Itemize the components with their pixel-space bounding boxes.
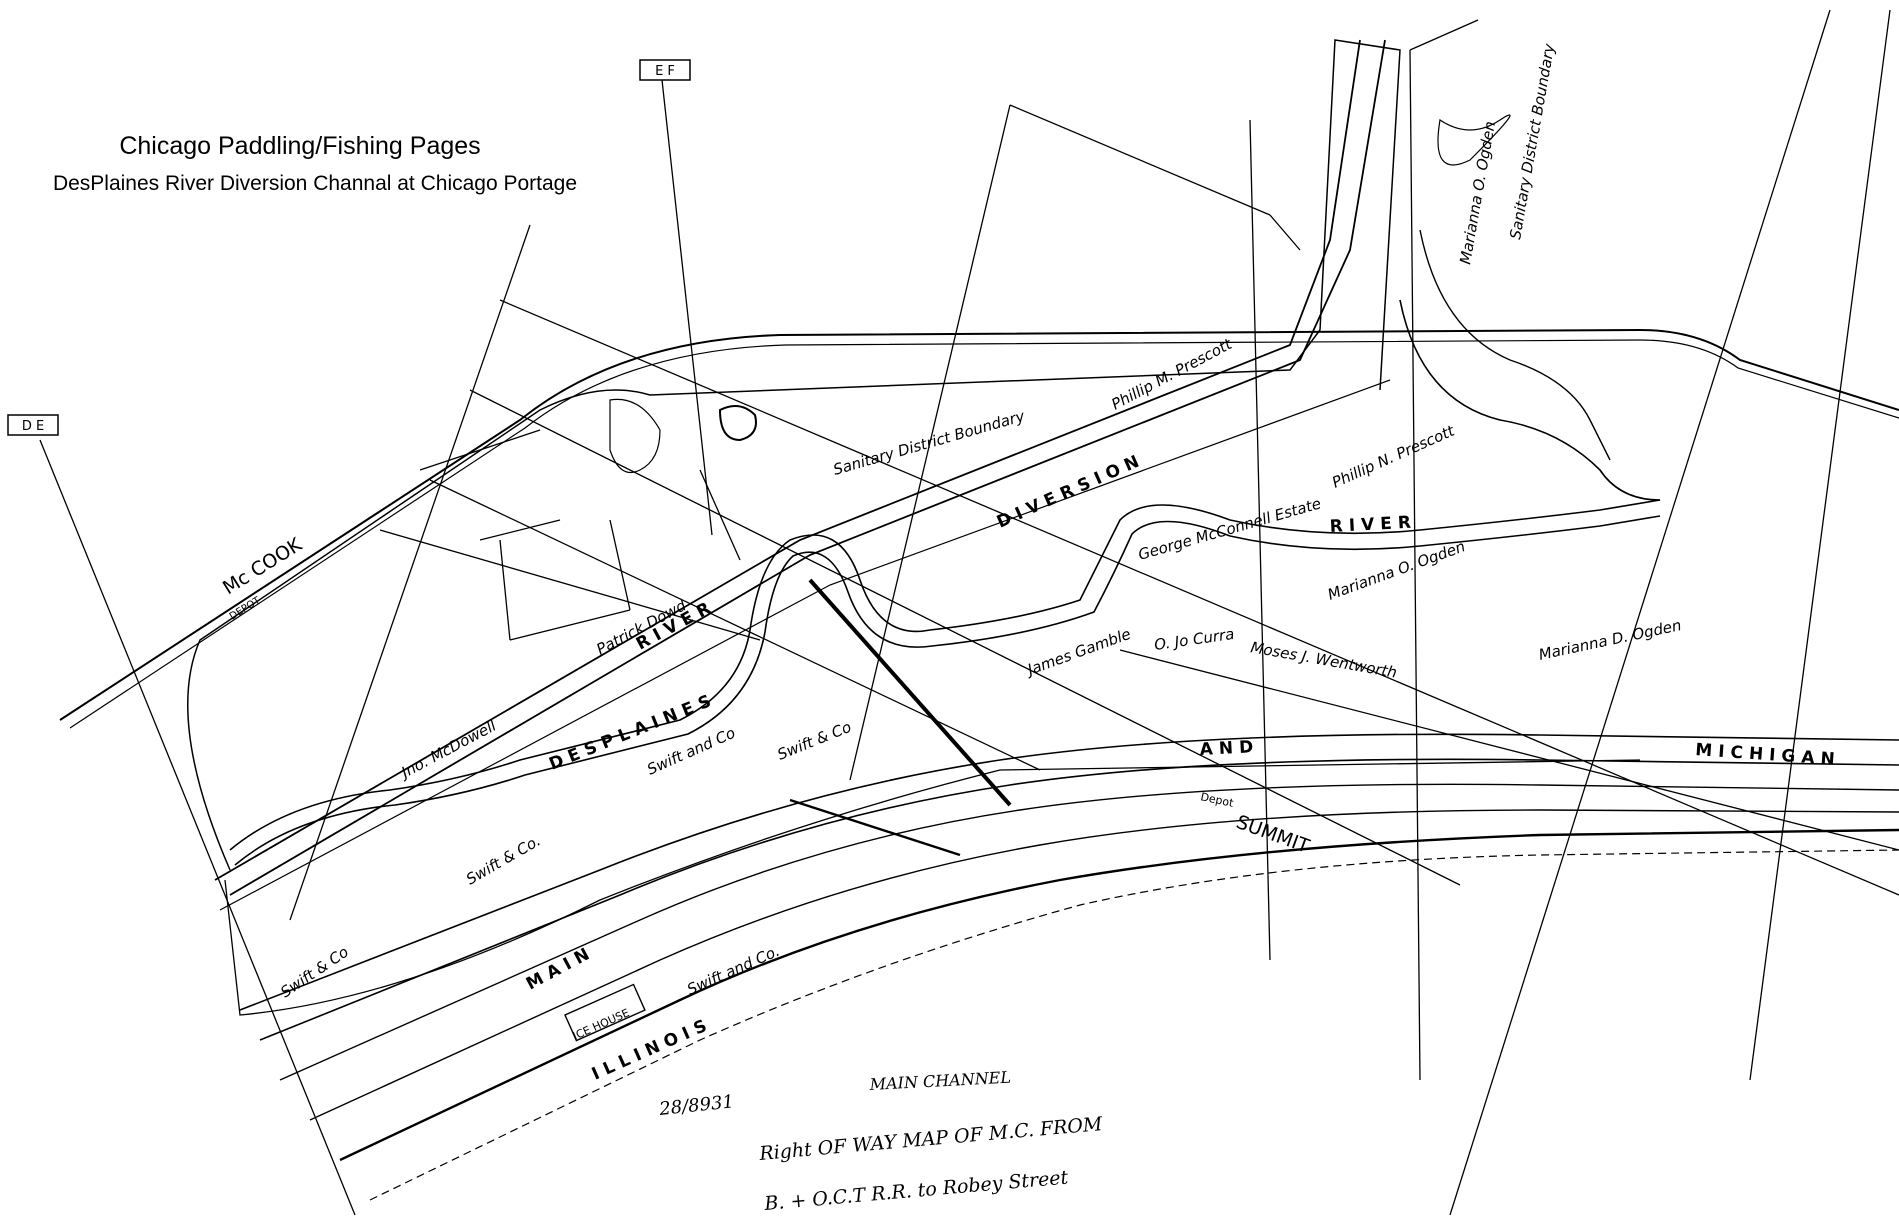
owner-gamble: James Gamble bbox=[1022, 625, 1133, 680]
owner-swift-1: Swift & Co bbox=[775, 718, 854, 764]
section-line-ef bbox=[661, 79, 713, 536]
page-title: Chicago Paddling/Fishing Pages bbox=[119, 132, 481, 160]
label-and: AND bbox=[1199, 737, 1259, 760]
place-depot-summit: Depot bbox=[1199, 790, 1235, 810]
main-channel bbox=[239, 733, 1899, 1011]
place-mccook: Mc COOK bbox=[219, 533, 306, 599]
note-main-channel: MAIN CHANNEL bbox=[868, 1068, 1011, 1094]
owner-mcdowell: Jno. McDowell bbox=[396, 716, 500, 783]
note-caption-1: Right OF WAY MAP OF M.C. FROM bbox=[758, 1113, 1104, 1165]
section-marker-ef: E F bbox=[655, 64, 675, 79]
owner-swift-2: Swift & Co. bbox=[463, 831, 544, 888]
label-diversion: DIVERSION bbox=[994, 449, 1148, 532]
page-subtitle: DesPlaines River Diversion Channal at Ch… bbox=[52, 172, 578, 195]
owner-sanitary-2: Sanitary District Boundary bbox=[1506, 41, 1558, 240]
note-file-no: 28/8931 bbox=[657, 1091, 735, 1120]
owner-moses: Moses J. Wentworth bbox=[1249, 638, 1398, 681]
label-main: MAIN bbox=[523, 942, 598, 995]
right-of-way-boundary bbox=[187, 39, 1401, 871]
owner-swift-3: Swift & Co bbox=[277, 943, 352, 1002]
owner-prescott-2: Phillip N. Prescott bbox=[1329, 421, 1458, 491]
desplaines-river bbox=[229, 499, 1661, 851]
section-marker-de: D E bbox=[22, 419, 44, 434]
owner-ogden-2: Marianna D. Ogden bbox=[1537, 616, 1683, 664]
diversion-channel bbox=[214, 39, 1361, 881]
label-michigan: MICHIGAN bbox=[1695, 740, 1842, 770]
note-caption-2: B. + O.C.T R.R. to Robey Street bbox=[763, 1166, 1070, 1215]
owner-sanitary: Sanitary District Boundary bbox=[831, 407, 1028, 479]
railroad-north bbox=[59, 328, 1899, 721]
section-line-de bbox=[39, 439, 356, 1216]
owner-curran: O. Jo Curra bbox=[1153, 625, 1235, 654]
owner-ogden-3: Marianna O. Ogden bbox=[1456, 120, 1499, 266]
owner-swift-4: Swift and Co. bbox=[684, 942, 782, 999]
label-river-mid: RIVER bbox=[1329, 512, 1417, 537]
